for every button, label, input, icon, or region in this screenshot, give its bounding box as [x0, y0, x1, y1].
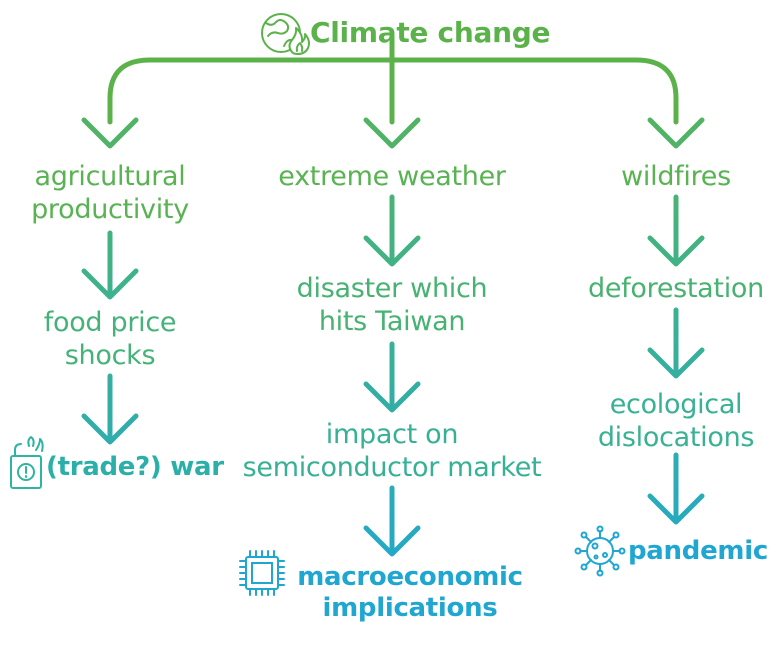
outcome-pandemic: pandemic — [628, 536, 768, 566]
node-agricultural-productivity: agricultural productivity — [31, 161, 189, 225]
arrow-to-extreme-weather — [363, 117, 421, 149]
arrow-to-ecological-dislocations — [647, 307, 705, 379]
node-ecological-dislocations: ecological dislocations — [597, 389, 755, 453]
node-deforestation: deforestation — [588, 273, 764, 304]
node-disaster-hits-taiwan: disaster which hits Taiwan — [296, 273, 488, 337]
arrow-to-wildfires — [647, 117, 705, 149]
arrow-to-disaster — [363, 194, 421, 267]
arrow-to-agricultural-productivity — [81, 117, 139, 149]
globe-fire-icon — [261, 13, 310, 55]
virus-icon — [574, 525, 626, 577]
outcome-trade-war: (trade?) war — [46, 452, 224, 482]
arrow-to-deforestation — [647, 194, 705, 267]
title-climate-change: Climate change — [310, 16, 551, 49]
node-food-price-shocks: food price shocks — [43, 307, 177, 371]
arrow-to-impact-semiconductor — [363, 341, 421, 413]
arrow-to-pandemic — [647, 452, 705, 525]
node-extreme-weather: extreme weather — [278, 161, 506, 192]
outcome-macroeconomic-implications: macroeconomic implications — [297, 562, 523, 623]
arrow-to-food-price-shocks — [81, 230, 139, 300]
microchip-icon — [239, 550, 285, 596]
arrow-to-trade-war — [81, 373, 139, 445]
node-impact-semiconductor-market: impact on semiconductor market — [242, 419, 542, 483]
arrow-to-macroeconomic-implications — [363, 485, 421, 557]
node-wildfires: wildfires — [621, 161, 731, 192]
shopping-bag-alert-icon — [10, 436, 44, 489]
branch-connector — [107, 35, 679, 125]
